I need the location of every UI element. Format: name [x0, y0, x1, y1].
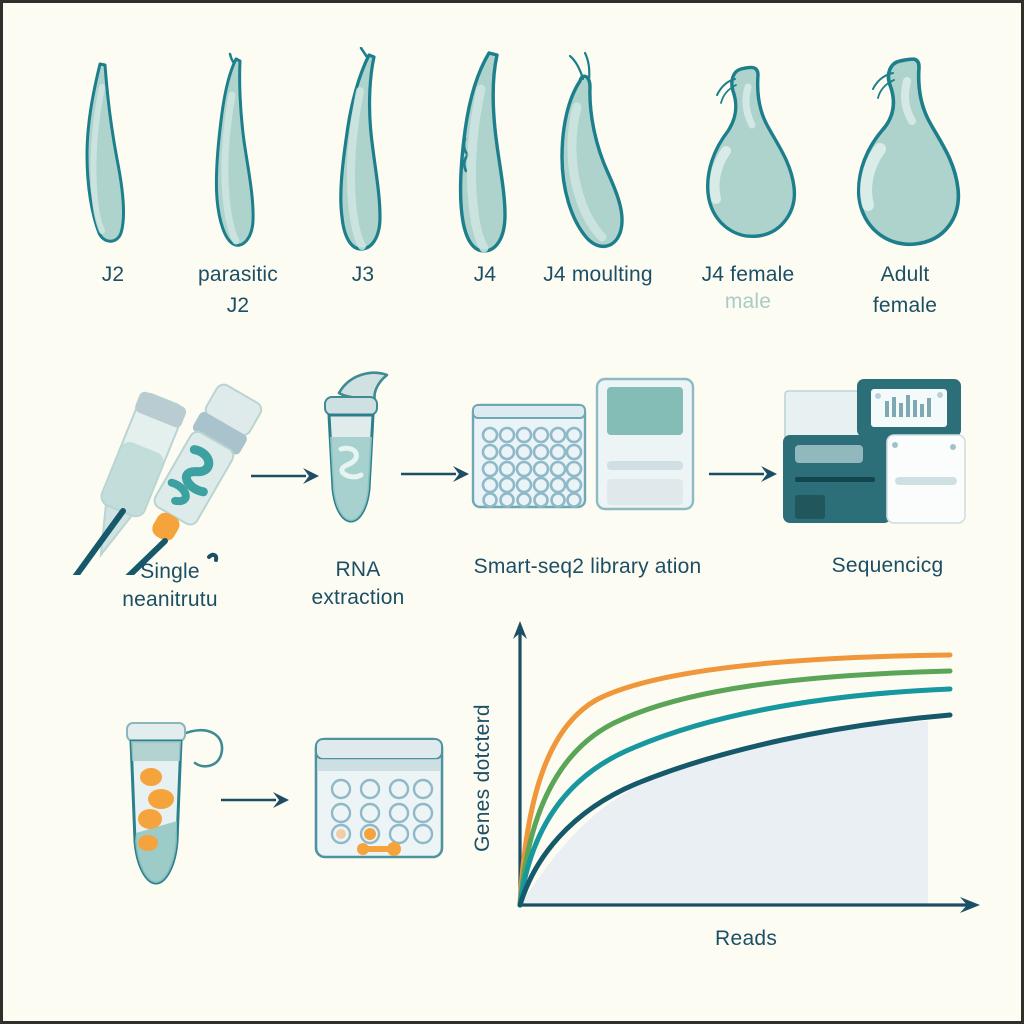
life-stage-label: J3: [351, 263, 375, 286]
workflow-arrow-2: [401, 463, 471, 490]
workflow-arrow-1: [251, 465, 321, 492]
workflow-step-label-line2: extraction: [311, 586, 405, 609]
workflow-step-label: RNA: [335, 558, 381, 581]
well-plate-icon: [308, 733, 458, 878]
plate-thermocycler-icon: [465, 373, 710, 543]
workflow-step-label: Single: [140, 560, 200, 583]
worm-icon-j2: [43, 47, 183, 257]
saturation-chart: [458, 613, 1018, 983]
life-stage-label: J4: [473, 263, 497, 286]
life-stage-label-line2: female: [872, 294, 938, 317]
chart-area-fill: [520, 721, 928, 905]
life-stage-parasitic-j2: parasitic J2: [168, 47, 308, 357]
chart-y-axis: [513, 621, 527, 905]
chart-svg: [513, 621, 980, 913]
workflow-step-single-nematode: Single neanitrutu: [45, 375, 295, 614]
life-stage-label-line2: J2: [226, 294, 250, 317]
workflow-row: Single neanitrutu: [3, 355, 1021, 625]
chart-x-axis: [520, 897, 980, 913]
life-stage-j2: J2: [43, 47, 183, 357]
life-stage-j4: J4: [415, 47, 555, 357]
workflow-arrow-3: [709, 463, 779, 490]
workflow-step-label: Smart-seq2 library ation: [473, 555, 702, 578]
chart-y-axis-label: Genes dotcterd: [471, 704, 494, 852]
microtube-cells-icon: [103, 715, 253, 910]
bottom-step-cell-tube: [103, 715, 253, 910]
life-cycle-row: J2 parasitic J2 J3: [3, 47, 1021, 357]
worm-icon-j4: [415, 47, 555, 257]
life-stage-label: J4 female: [701, 263, 795, 286]
worm-icon-j4-female: [678, 47, 818, 257]
life-stage-j3: J3: [293, 47, 433, 357]
pipette-pair-icon: [45, 375, 295, 600]
worm-icon-adult-female: [835, 47, 975, 257]
life-stage-label: J2: [101, 263, 125, 286]
workflow-step-label: Sequencicg: [831, 554, 944, 577]
life-stage-sublabel-male: male: [724, 290, 772, 313]
workflow-step-label-line2: neanitrutu: [122, 588, 218, 611]
life-stage-label: parasitic: [198, 263, 278, 286]
life-stage-adult-female: Adult female: [835, 47, 975, 357]
chart-series-green: [517, 668, 953, 908]
life-stage-j4-female: J4 female male: [678, 47, 818, 357]
chart-series-deep: [517, 712, 953, 908]
life-stage-label: Adult: [880, 263, 930, 286]
workflow-step-smartseq2: Smart-seq2 library ation: [465, 373, 710, 581]
life-stage-label: J4 moulting: [543, 263, 653, 286]
bottom-row: [3, 703, 1021, 1021]
life-stage-j4-moulting: J4 moulting: [528, 47, 668, 357]
worm-icon-j4-moulting: [528, 47, 668, 257]
chart-series-teal: [517, 686, 953, 908]
sequencer-icon: [775, 377, 1000, 542]
chart-series-orange: [517, 652, 953, 908]
worm-icon-parasitic-j2: [168, 47, 308, 257]
workflow-step-sequencing: Sequencicg: [775, 377, 1000, 580]
microtube-rna-icon: [293, 363, 423, 548]
bottom-step-well-plate: [308, 733, 458, 878]
bottom-arrow-1: [221, 789, 291, 816]
chart-x-axis-label: Reads: [715, 927, 778, 950]
workflow-step-rna-extraction: RNA extraction: [293, 363, 423, 612]
worm-icon-j3: [293, 47, 433, 257]
